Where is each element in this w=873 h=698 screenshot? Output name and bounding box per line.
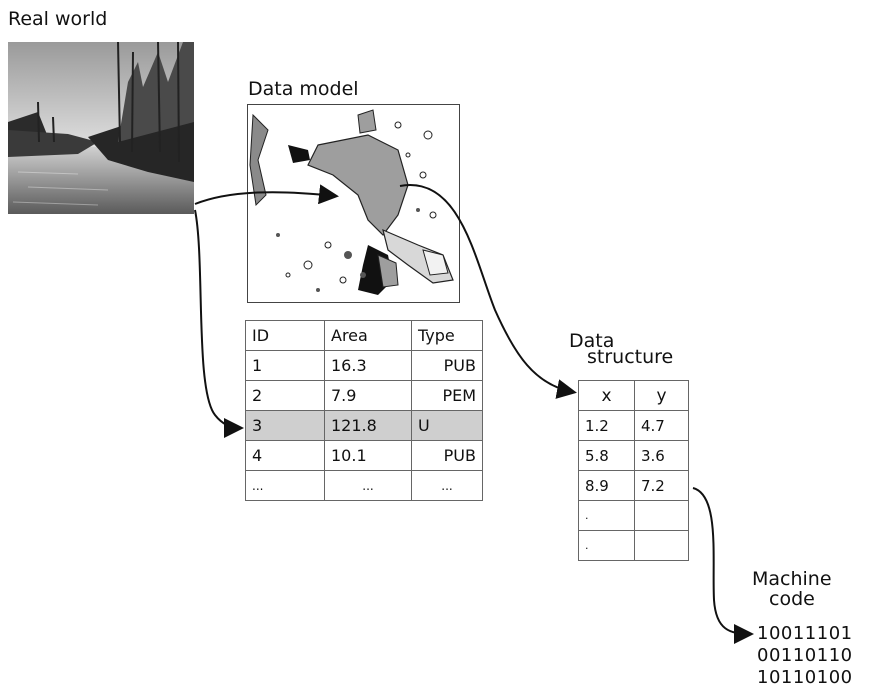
table-row: 8.9 7.2 — [578, 470, 689, 501]
table-cell: 8.9 — [578, 470, 635, 501]
table-cell: ... — [324, 470, 412, 501]
table-cell: 3 — [245, 410, 325, 441]
table-cell: 7.9 — [324, 380, 412, 411]
table-cell: 1.2 — [578, 410, 635, 441]
arrow-photo-to-table — [194, 209, 244, 438]
table-cell: 4.7 — [634, 410, 689, 441]
table-cell: PUB — [411, 440, 483, 471]
table-cell: 5.8 — [578, 440, 635, 471]
table-row: . — [578, 530, 689, 561]
real-world-label: Real world — [8, 8, 108, 30]
arrow-structure-to-code — [692, 487, 754, 644]
machine-code-line: 10110100 — [757, 667, 853, 688]
table-row: 4 10.1 PUB — [245, 440, 483, 471]
table-cell: 10.1 — [324, 440, 412, 471]
table-cell: ... — [411, 470, 483, 501]
data-model-label: Data model — [248, 78, 359, 100]
table-cell: 121.8 — [324, 410, 412, 441]
table-cell: 2 — [245, 380, 325, 411]
table-header-row: ID Area Type — [245, 320, 483, 351]
header-cell: x — [578, 380, 635, 411]
table-row: . — [578, 500, 689, 531]
machine-code-label-line2: code — [769, 588, 815, 610]
header-cell: Area — [324, 320, 412, 351]
table-row: 5.8 3.6 — [578, 440, 689, 471]
table-header-row: x y — [578, 380, 689, 411]
table-row: ... ... ... — [245, 470, 483, 501]
table-cell: PEM — [411, 380, 483, 411]
header-cell: Type — [411, 320, 483, 351]
machine-code-line: 10011101 — [757, 623, 853, 644]
table-row: 1.2 4.7 — [578, 410, 689, 441]
table-cell: 7.2 — [634, 470, 689, 501]
attribute-table: ID Area Type 1 16.3 PUB 2 7.9 PEM 3 121.… — [245, 320, 483, 501]
table-cell: 16.3 — [324, 350, 412, 381]
table-row-highlighted: 3 121.8 U — [245, 410, 483, 441]
table-cell: U — [411, 410, 483, 441]
data-model-map — [247, 104, 460, 303]
swamp-photo — [8, 42, 194, 214]
table-cell: 4 — [245, 440, 325, 471]
header-cell: y — [634, 380, 689, 411]
data-structure-table: x y 1.2 4.7 5.8 3.6 8.9 7.2 . . — [578, 380, 689, 561]
data-structure-label-line1: Data — [569, 330, 615, 352]
table-cell: . — [578, 500, 635, 531]
table-cell: PUB — [411, 350, 483, 381]
machine-code-label-line1: Machine — [752, 568, 832, 590]
table-cell: ... — [245, 470, 325, 501]
table-row: 2 7.9 PEM — [245, 380, 483, 411]
table-cell — [634, 500, 689, 531]
table-cell: 1 — [245, 350, 325, 381]
machine-code-line: 00110110 — [757, 645, 853, 666]
table-cell: 3.6 — [634, 440, 689, 471]
header-cell: ID — [245, 320, 325, 351]
table-cell — [634, 530, 689, 561]
data-structure-label-line2: structure — [587, 346, 674, 368]
table-cell: . — [578, 530, 635, 561]
machine-code-block: 10011101 00110110 10110100 — [757, 623, 853, 689]
table-row: 1 16.3 PUB — [245, 350, 483, 381]
